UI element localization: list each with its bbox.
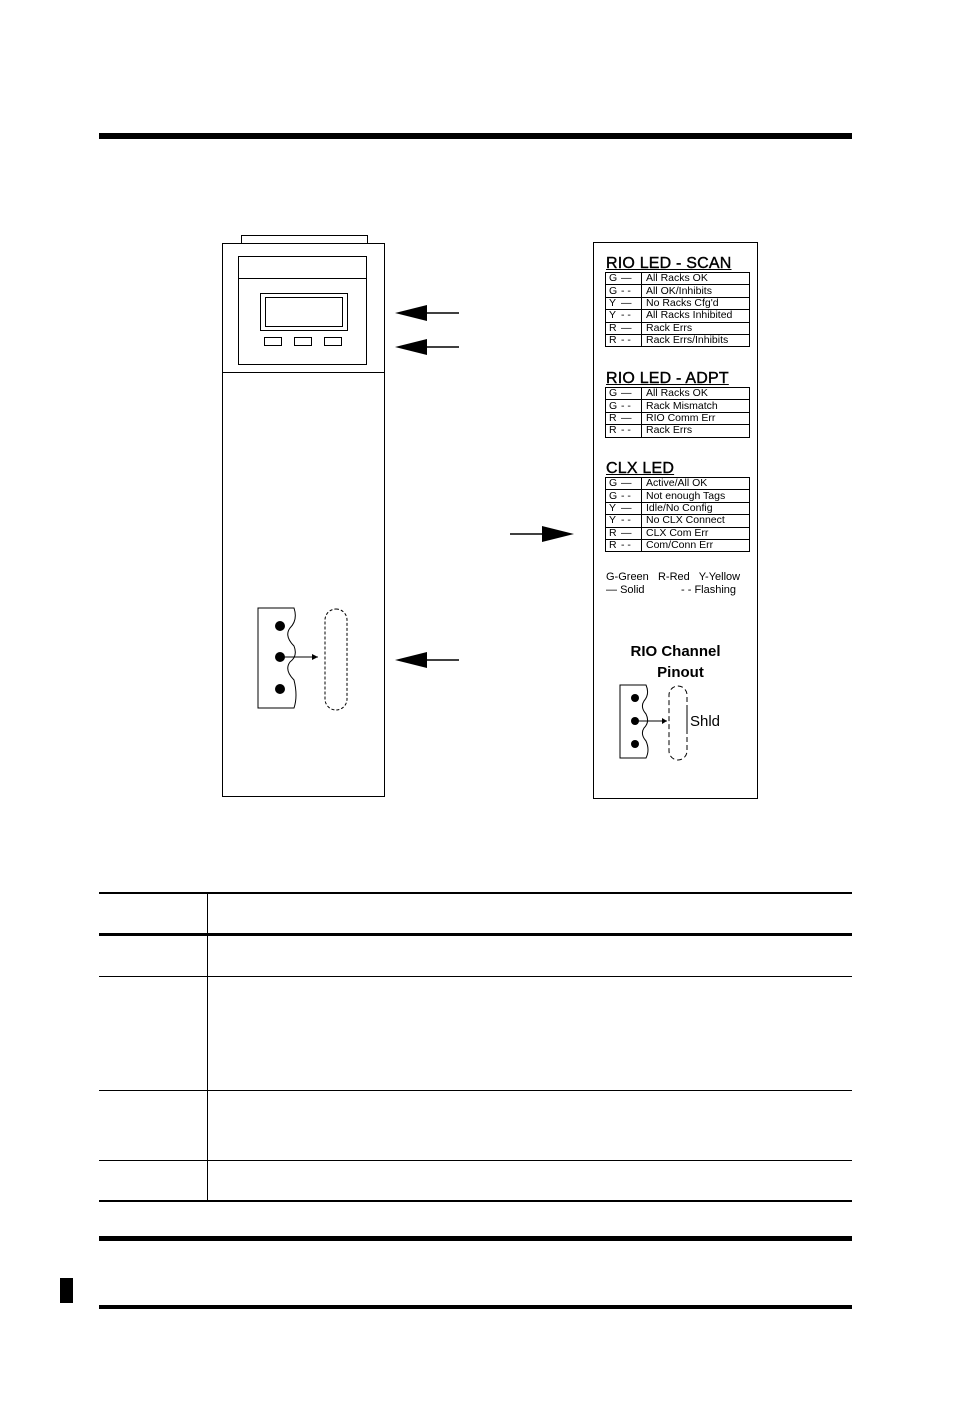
table-row: R—CLX Com Err	[605, 526, 750, 540]
table-row: Y- -All Racks Inhibited	[605, 309, 750, 323]
legend-colors: G-Green R-Red Y-Yellow	[606, 571, 741, 583]
table-row-rule	[99, 976, 852, 977]
clx-led-table: G—Active/All OK G- -Not enough Tags Y—Id…	[605, 476, 750, 553]
table-row: G- -Rack Mismatch	[605, 399, 750, 413]
table-row-rule	[99, 1090, 852, 1091]
display-bezel	[238, 256, 367, 365]
solid-mark: —	[606, 584, 617, 596]
rio-scan-title: RIO LED - SCAN	[606, 255, 732, 272]
arrow-label-panel	[510, 526, 574, 542]
table-row-rule	[99, 1160, 852, 1161]
module-button-right	[324, 337, 342, 346]
table-row: R—RIO Comm Err	[605, 411, 750, 426]
table-header-rule	[99, 933, 852, 936]
table-bottom-rule	[99, 1200, 852, 1202]
table-row: R- -Rack Errs/Inhibits	[605, 333, 750, 348]
module-top-tab	[241, 235, 368, 244]
rio-adpt-title: RIO LED - ADPT	[606, 370, 729, 387]
module-rio-connector	[257, 607, 348, 711]
table-top-rule	[99, 892, 852, 894]
display-screen	[260, 293, 348, 331]
solid-label: Solid	[620, 584, 645, 596]
table-row: R- -Rack Errs	[605, 424, 750, 438]
display-bezel-line	[238, 278, 367, 279]
arrow-connector	[395, 652, 459, 668]
table-row: Y—No Racks Cfg'd	[605, 296, 750, 311]
footer-rule	[99, 1236, 852, 1241]
header-rule	[99, 133, 852, 139]
module-housing	[222, 243, 385, 797]
legend-flashing: - - Flashing	[681, 584, 736, 596]
table-column-divider	[207, 893, 208, 1201]
table-row: R—Rack Errs	[605, 321, 750, 335]
table-row: G—All Racks OK	[605, 271, 750, 286]
table-row: R- -Com/Conn Err	[605, 538, 750, 553]
rio-scan-table: G—All Racks OK G- -All OK/Inhibits Y—No …	[605, 271, 750, 348]
pin-dot	[275, 684, 285, 694]
table-row: G- -All OK/Inhibits	[605, 284, 750, 298]
module-button-middle	[294, 337, 312, 346]
footer-rule-bottom	[99, 1305, 852, 1309]
pin-dot	[631, 740, 639, 748]
table-row: Y—Idle/No Config	[605, 501, 750, 516]
pin-dot	[631, 694, 639, 702]
arrow-buttons	[395, 339, 459, 355]
table-row: G—All Racks OK	[605, 386, 750, 401]
clx-led-title: CLX LED	[606, 460, 675, 477]
flashing-label: Flashing	[694, 584, 737, 596]
led-label-panel	[593, 242, 758, 799]
legend-solid: — Solid	[606, 584, 645, 596]
table-row: Y- -No CLX Connect	[605, 514, 750, 528]
pinout-subtitle: Pinout	[657, 664, 704, 681]
table-row: G—Active/All OK	[605, 476, 750, 491]
page-tab-marker	[60, 1278, 73, 1303]
flashing-mark: - -	[681, 584, 692, 596]
pin-dot	[275, 621, 285, 631]
display-screen-inner	[265, 297, 343, 327]
module-divider	[222, 372, 385, 373]
pinout-connector	[619, 684, 688, 761]
pinout-title: RIO Channel	[630, 643, 721, 660]
arrow-display	[395, 305, 459, 321]
table-row: G- -Not enough Tags	[605, 489, 750, 503]
module-button-left	[264, 337, 282, 346]
rio-adpt-table: G—All Racks OK G- -Rack Mismatch R—RIO C…	[605, 386, 750, 438]
shield-label: Shld	[690, 713, 721, 730]
